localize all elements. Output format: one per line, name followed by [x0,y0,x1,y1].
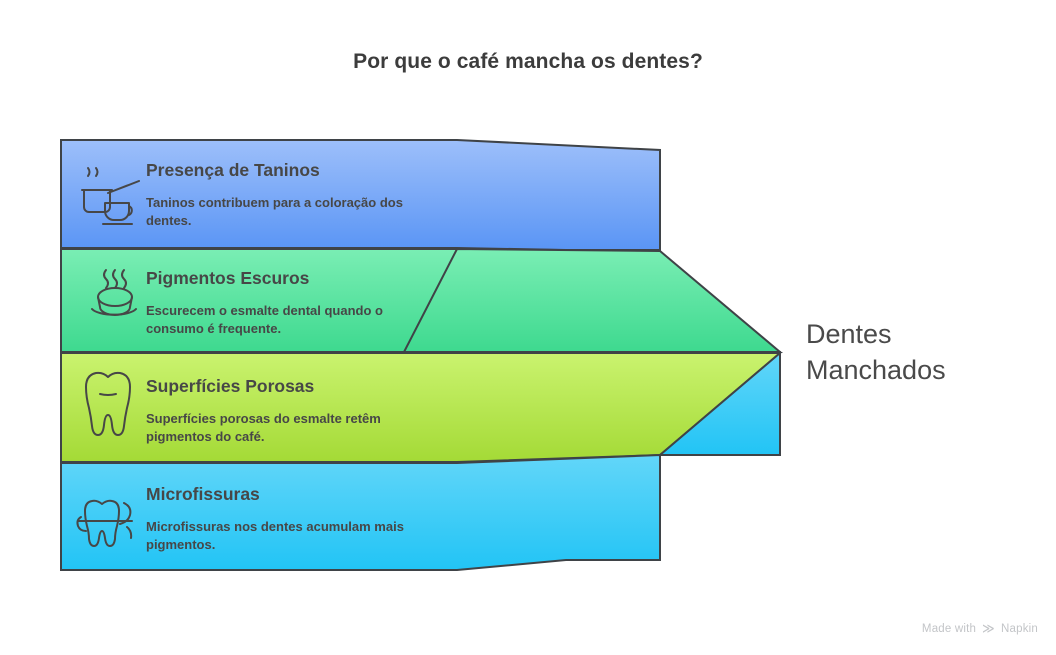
tooth-icon [85,371,131,436]
band-microfissuras[interactable]: Microfissuras Microfissuras nos dentes a… [60,350,781,571]
watermark-brand: Napkin [1001,622,1038,635]
outcome-line-1: Dentes [806,319,892,349]
band-superficies-porosas[interactable]: Superfícies Porosas Superfícies porosas … [60,352,783,463]
band-desc-4-cont: pigmentos. [146,537,215,552]
outcome-line-2: Manchados [806,355,946,385]
band-desc-2-cont: consumo é frequente. [146,321,281,336]
band-presenca-de-taninos[interactable]: Presença de Taninos Taninos contribuem p… [60,139,661,251]
band-shape-2-head [402,247,783,353]
page-title: Por que o café mancha os dentes? [353,50,703,73]
watermark: Made with ≫ Napkin [922,620,1038,637]
band-title-4: Microfissuras [146,484,260,504]
cracked-tooth-icon [76,499,133,547]
band-desc-1: Taninos contribuem para a coloração dos [146,195,403,210]
band-title-2: Pigmentos Escuros [146,268,310,288]
band-title-1: Presença de Taninos [146,160,320,180]
coffee-cup-icon [91,269,137,316]
band-desc-1-cont: dentes. [146,213,192,228]
outcome-label: Dentes Manchados [806,316,1026,388]
band-desc-3: Superfícies porosas do esmalte retêm [146,411,381,426]
napkin-logo-icon: ≫ [982,620,995,636]
band-shape-4-head [657,350,781,456]
band-desc-4: Microfissuras nos dentes acumulam mais [146,519,404,534]
band-pigmentos-escuros[interactable]: Pigmentos Escuros Escurecem o esmalte de… [60,247,783,353]
band-title-3: Superfícies Porosas [146,376,315,396]
band-desc-3-cont: pigmentos do café. [146,429,264,444]
band-desc-2: Escurecem o esmalte dental quando o [146,303,383,318]
coffee-pot-icon [81,167,140,225]
watermark-prefix: Made with [921,622,977,635]
band-shape-4 [60,453,661,571]
